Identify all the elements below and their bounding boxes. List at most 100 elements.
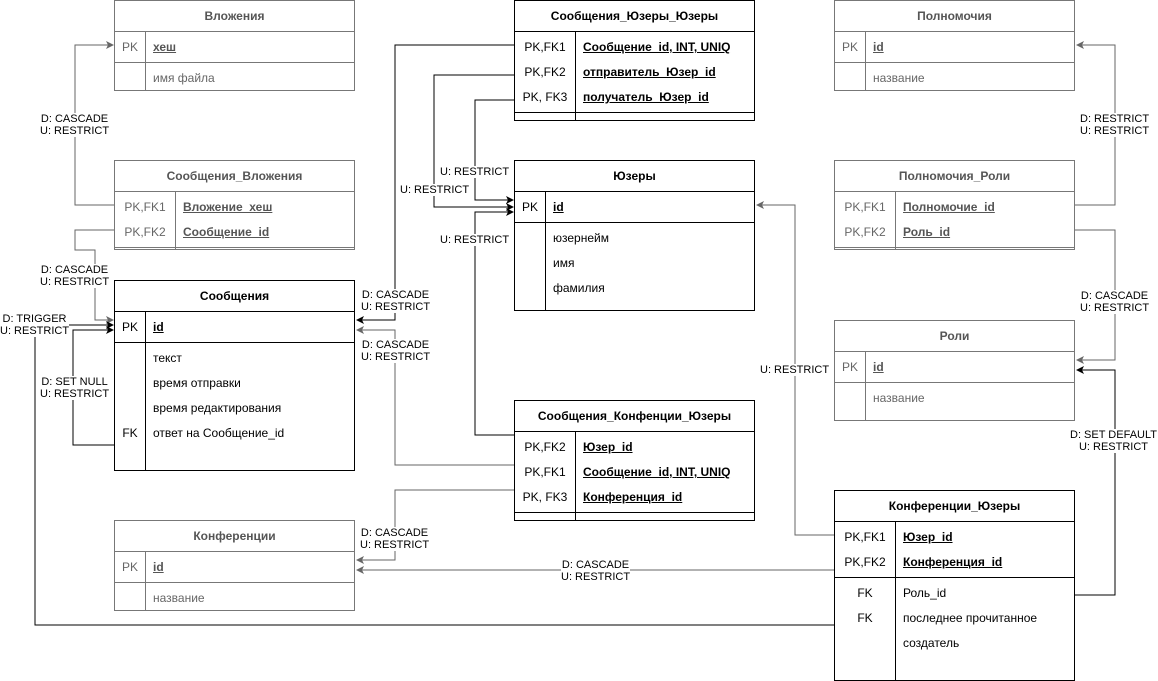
entity-row[interactable]: текст [115,343,354,368]
key-type: PK [841,360,858,374]
entity-row[interactable]: имя [515,248,754,273]
entity-row[interactable]: время редактирования [115,393,354,418]
entity-row[interactable]: фамилия [515,273,754,298]
entity-row[interactable]: имя файла [115,63,354,88]
edge-label: U: RESTRICT [760,364,830,376]
entity-row[interactable]: PK,FK2 Роль_id [835,217,1074,242]
field-name: название [153,591,205,605]
column-divider [865,352,866,420]
field-name: Роль_id [903,225,951,239]
edge-receiver-to-yuzery [474,99,515,204]
edge-label: U: RESTRICT [440,234,510,246]
entity-row[interactable]: создатель [835,628,1074,653]
entity-row[interactable]: PK id [835,352,1074,377]
edge-sender-to-yuzery [433,74,515,211]
attribute-section: юзернейм имя фамилия [515,223,754,298]
key-type: PK,FK1 [524,40,566,54]
entity-title: Полномочия_Роли [835,161,1074,192]
entity-row[interactable]: FK последнее прочитанное [835,603,1074,628]
key-type: PK [841,40,858,54]
entity-title: Конференции_Юзеры [835,491,1074,522]
edge-syy-to-soobscheniya [356,44,515,324]
attribute-section: название [835,383,1074,408]
column-divider [895,522,896,680]
entity-title: Сообщения [115,281,354,312]
field-name: отправитель_Юзер_id [583,65,716,79]
field-name: текст [153,351,182,365]
entity-title: Вложения [115,1,354,32]
column-divider [175,192,176,249]
column-divider [575,432,576,520]
key-type: PK [121,320,138,334]
field-name: Вложение_хеш [183,200,273,214]
entity-row[interactable]: название [115,583,354,608]
entity-title: Юзеры [515,161,754,192]
entity-row[interactable]: юзернейм [515,223,754,248]
key-type: PK,FK2 [844,225,886,239]
key-type: PK [121,40,138,54]
entity-title: Сообщения_Юзеры_Юзеры [515,1,754,32]
field-name: юзернейм [553,231,609,245]
edge-label: U: RESTRICT [400,184,470,196]
edge-ky-role-to-roli [1075,366,1116,596]
field-name: id [873,360,884,374]
key-type: FK [857,611,873,625]
column-divider [575,32,576,120]
entity-row[interactable]: время отправки [115,368,354,393]
field-name: время редактирования [153,401,282,415]
field-name: имя [553,256,575,270]
edge-sky-conf-to-konferencii [356,489,515,564]
field-name: последнее прочитанное [903,611,1038,625]
key-section: PK id [835,352,1074,383]
edge-lastread-to-soobscheniya [34,321,835,626]
key-type: PK, FK3 [522,90,568,104]
field-name: имя файла [153,71,215,85]
field-name: Роль_id [903,586,947,600]
field-name: название [873,71,925,85]
field-name: Конференция_id [903,555,1003,569]
entity-row[interactable]: название [835,383,1074,408]
field-name: название [873,391,925,405]
entity-row[interactable]: название [835,63,1074,88]
